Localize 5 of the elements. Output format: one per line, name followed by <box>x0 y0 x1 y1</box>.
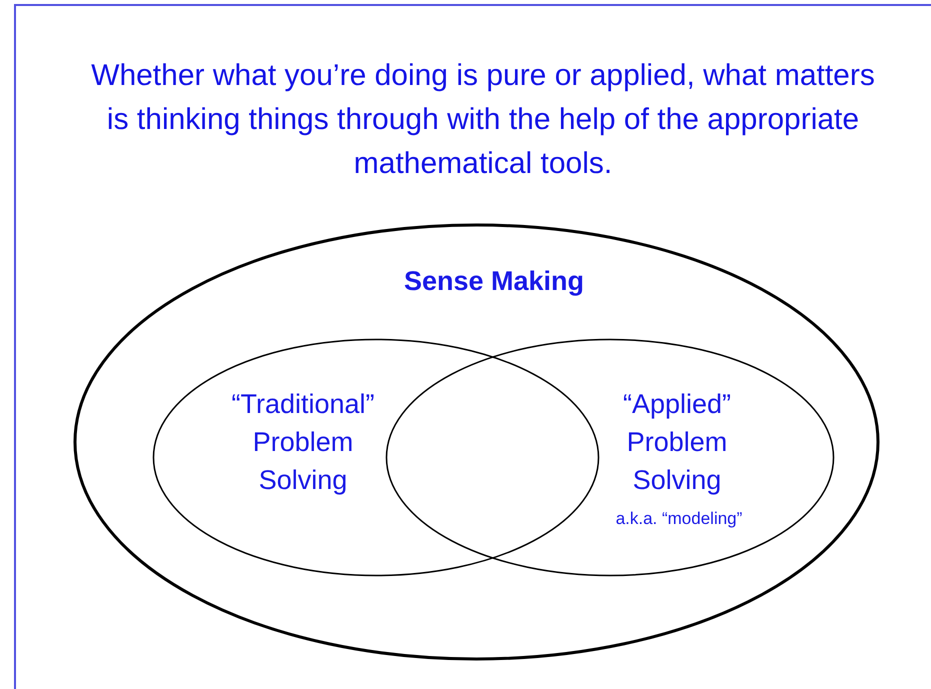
region-label: “Traditional” Problem Solving <box>230 388 376 497</box>
region-note: a.k.a. “modeling” <box>614 508 744 530</box>
title: Whether what you’re doing is pure or applied, what matters is thinking things through with the help of the appropriate mathematical tools. <box>90 58 876 182</box>
region-label: “Applied” Problem Solving <box>622 388 732 497</box>
region-heading: Sense Making <box>402 265 586 298</box>
